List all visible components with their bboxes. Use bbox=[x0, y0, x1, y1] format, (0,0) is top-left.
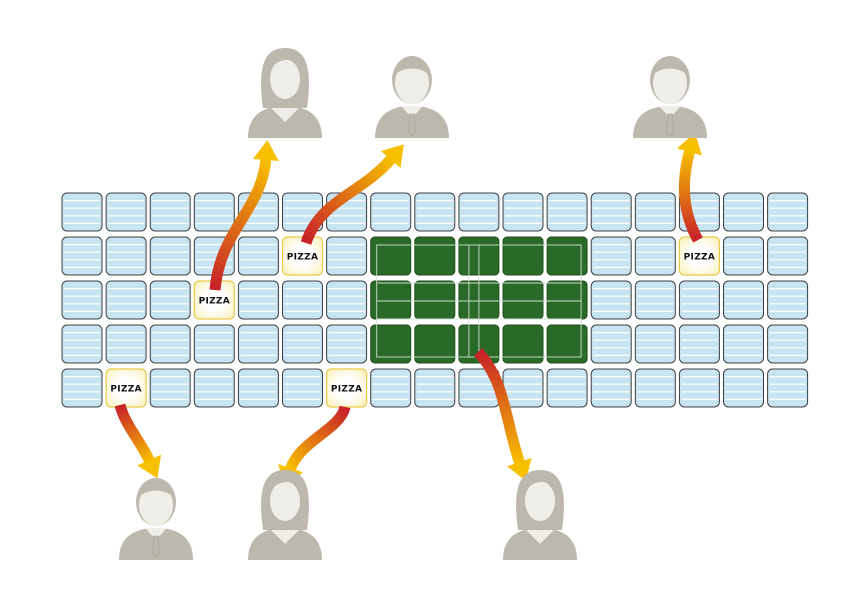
seat-tile bbox=[237, 368, 279, 408]
seat-tile bbox=[414, 368, 456, 408]
seat-tile bbox=[237, 324, 279, 364]
seat-tile bbox=[237, 236, 279, 276]
pizza-tile: PIZZA bbox=[326, 368, 368, 408]
seat-tile bbox=[61, 324, 103, 364]
field-tile bbox=[502, 236, 544, 276]
seat-tile bbox=[634, 192, 676, 232]
person-top-1-icon bbox=[248, 48, 322, 138]
seat-tile bbox=[767, 280, 809, 320]
person-top-3-icon bbox=[633, 56, 707, 138]
seat-tile bbox=[105, 280, 147, 320]
seat-tile bbox=[326, 324, 368, 364]
pizza-label: PIZZA bbox=[110, 385, 141, 395]
seat-tile bbox=[546, 192, 588, 232]
pizza-tile: PIZZA bbox=[281, 236, 324, 276]
person-bottom-2-icon bbox=[248, 470, 322, 560]
person-bottom-3-icon bbox=[503, 470, 577, 560]
seat-tile bbox=[61, 368, 103, 408]
arrow-to-person-top-1 bbox=[209, 140, 279, 291]
seat-tile bbox=[105, 236, 147, 276]
seat-tile bbox=[590, 280, 632, 320]
arrow-head bbox=[137, 454, 162, 479]
seat-tile bbox=[61, 192, 103, 232]
seat-tile bbox=[61, 280, 103, 320]
seat-tile bbox=[193, 324, 235, 364]
seat-tile bbox=[149, 280, 191, 320]
seat-tile bbox=[282, 280, 323, 320]
seat-tile bbox=[105, 324, 147, 364]
seat-tile bbox=[723, 280, 764, 320]
pizza-tile: PIZZA bbox=[193, 280, 235, 320]
seat-tile bbox=[502, 368, 544, 408]
seat-tile bbox=[634, 324, 676, 364]
field-tile bbox=[546, 324, 588, 364]
seat-tile bbox=[767, 324, 809, 364]
seat-tile bbox=[502, 192, 544, 232]
person-bottom-1-icon bbox=[119, 478, 193, 560]
arrow-head bbox=[380, 144, 404, 169]
seat-tile bbox=[370, 368, 412, 408]
seat-tile bbox=[546, 368, 588, 408]
seat-tile bbox=[723, 236, 764, 276]
seat-tile bbox=[282, 368, 323, 408]
field-tile bbox=[414, 324, 456, 364]
field-tile bbox=[370, 236, 412, 276]
delivery-arrows bbox=[114, 132, 703, 488]
field-tile bbox=[546, 236, 588, 276]
seat-tile bbox=[590, 192, 632, 232]
seat-tile bbox=[723, 368, 764, 408]
seat-tile bbox=[767, 236, 809, 276]
seat-tile bbox=[326, 280, 368, 320]
seat-tile bbox=[678, 324, 720, 364]
seat-tile bbox=[590, 236, 632, 276]
seat-tile bbox=[149, 368, 191, 408]
seat-tile bbox=[193, 368, 235, 408]
pizza-label: PIZZA bbox=[684, 253, 715, 263]
arrow-head bbox=[252, 140, 279, 161]
seat-tile bbox=[634, 280, 676, 320]
field-tile bbox=[502, 280, 544, 320]
seat-tile bbox=[193, 192, 235, 232]
seat-tile bbox=[149, 236, 191, 276]
pizza-tile: PIZZA bbox=[678, 236, 721, 276]
arrow-to-person-top-2 bbox=[300, 144, 404, 245]
stadium-seat-grid bbox=[61, 192, 809, 408]
seat-tile bbox=[61, 236, 103, 276]
seat-tile bbox=[414, 192, 456, 232]
seat-tile bbox=[634, 236, 676, 276]
pizza-tiles: PIZZA PIZZA PIZZA PIZZA PIZZA bbox=[105, 236, 721, 408]
seat-tile bbox=[634, 368, 676, 408]
person-top-2-icon bbox=[375, 56, 449, 138]
pizza-label: PIZZA bbox=[287, 253, 318, 263]
seat-tile bbox=[149, 192, 191, 232]
seat-tile bbox=[149, 324, 191, 364]
pizza-label: PIZZA bbox=[331, 385, 362, 395]
seat-tile bbox=[458, 192, 500, 232]
arrow-to-person-bottom-1 bbox=[114, 403, 162, 479]
field-tile bbox=[414, 280, 456, 320]
arrow-to-person-top-3 bbox=[676, 132, 703, 243]
seat-tile bbox=[723, 324, 764, 364]
field-tile bbox=[414, 236, 456, 276]
pizza-label: PIZZA bbox=[199, 297, 230, 307]
pizza-tile: PIZZA bbox=[105, 368, 147, 408]
seat-tile bbox=[326, 236, 368, 276]
seat-tile bbox=[590, 324, 632, 364]
seat-tile bbox=[237, 280, 279, 320]
seat-tile bbox=[767, 368, 809, 408]
arrow-head bbox=[676, 132, 702, 156]
people bbox=[119, 48, 707, 560]
field-tile bbox=[370, 324, 412, 364]
stadium-field bbox=[368, 235, 590, 365]
field-tile bbox=[502, 324, 544, 364]
seat-tile bbox=[678, 280, 720, 320]
seat-tile bbox=[723, 192, 764, 232]
seat-tile bbox=[767, 192, 809, 232]
seat-tile bbox=[282, 324, 323, 364]
seat-tile bbox=[590, 368, 632, 408]
seat-tile bbox=[105, 192, 147, 232]
seat-tile bbox=[678, 368, 720, 408]
seat-tile bbox=[370, 192, 412, 232]
